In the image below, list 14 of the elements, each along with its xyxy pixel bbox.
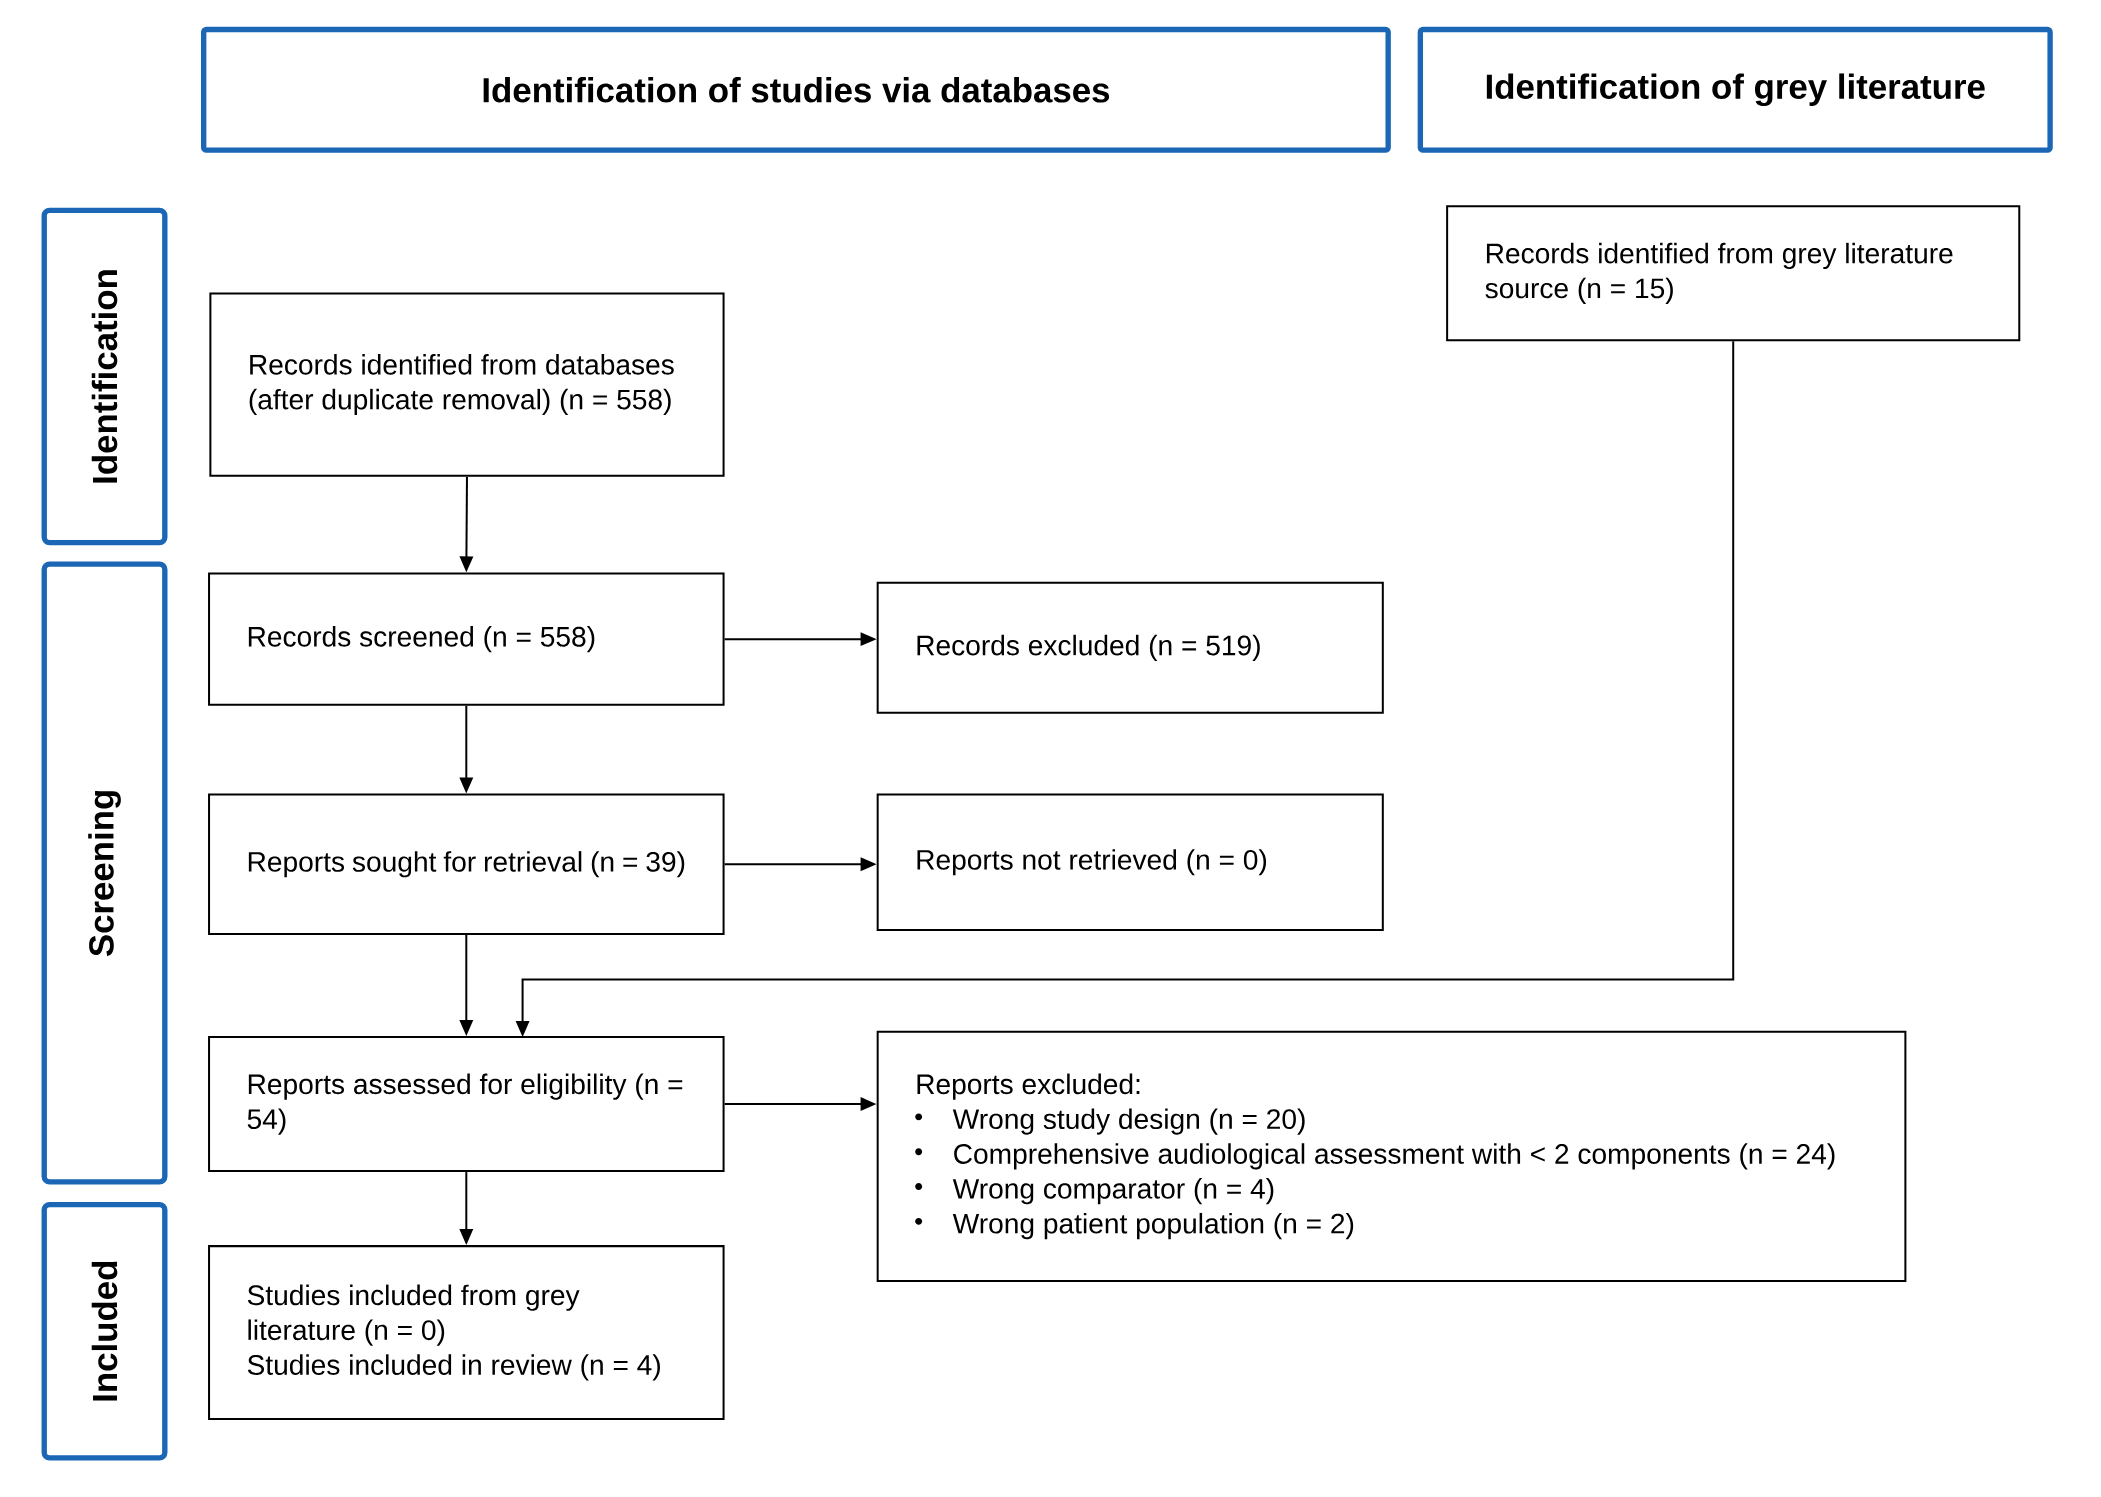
header-box: Identification of grey literature — [1417, 26, 2053, 153]
process-box: Records identified from grey literature source (n = 15) — [1446, 205, 2021, 342]
process-box: Studies included from grey literature (n = 0) Studies included in review (n = 4) — [208, 1245, 725, 1421]
phase-label-box: Identification — [41, 207, 168, 546]
process-box: Reports assessed for eligibility (n = 54) — [208, 1036, 725, 1173]
process-box: Reports sought for retrieval (n = 39) — [208, 793, 725, 936]
process-box: Records excluded (n = 519) — [876, 582, 1384, 714]
exclusion-box: Reports excluded: Wrong study design (n = 20) Comprehensive audiological assessment with < 2 components (n = 24) Wrong comparator (n = 4) Wrong patient population (n = 2) — [876, 1030, 1907, 1283]
header-box: Identification of studies via databases — [201, 26, 1391, 153]
phase-label-box: Screening — [41, 561, 168, 1185]
phase-label-box: Included — [41, 1202, 168, 1461]
process-box: Records screened (n = 558) — [208, 572, 725, 706]
process-box: Records identified from databases (after duplicate removal) (n = 558) — [209, 292, 725, 477]
process-box: Reports not retrieved (n = 0) — [876, 793, 1384, 932]
